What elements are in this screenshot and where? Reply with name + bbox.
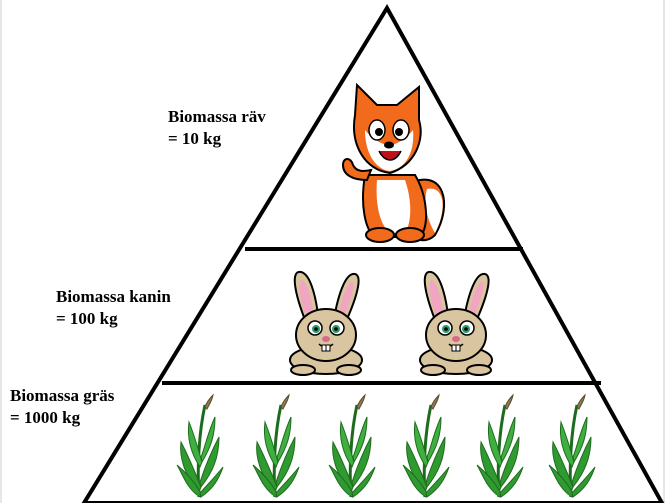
rabbit-biomass-label: Biomassa kanin = 100 kg: [56, 286, 171, 330]
pyramid-outline: [84, 8, 662, 503]
fox-biomass-value: = 10 kg: [168, 128, 266, 150]
fox-biomass-label: Biomassa räv = 10 kg: [168, 106, 266, 150]
rabbit-biomass-value: = 100 kg: [56, 308, 171, 330]
rabbit-biomass-title: Biomassa kanin: [56, 286, 171, 308]
fox-biomass-title: Biomassa räv: [168, 106, 266, 128]
grass-biomass-title: Biomassa gräs: [10, 385, 114, 407]
grass-biomass-value: = 1000 kg: [10, 407, 114, 429]
grass-biomass-label: Biomassa gräs = 1000 kg: [10, 385, 114, 429]
